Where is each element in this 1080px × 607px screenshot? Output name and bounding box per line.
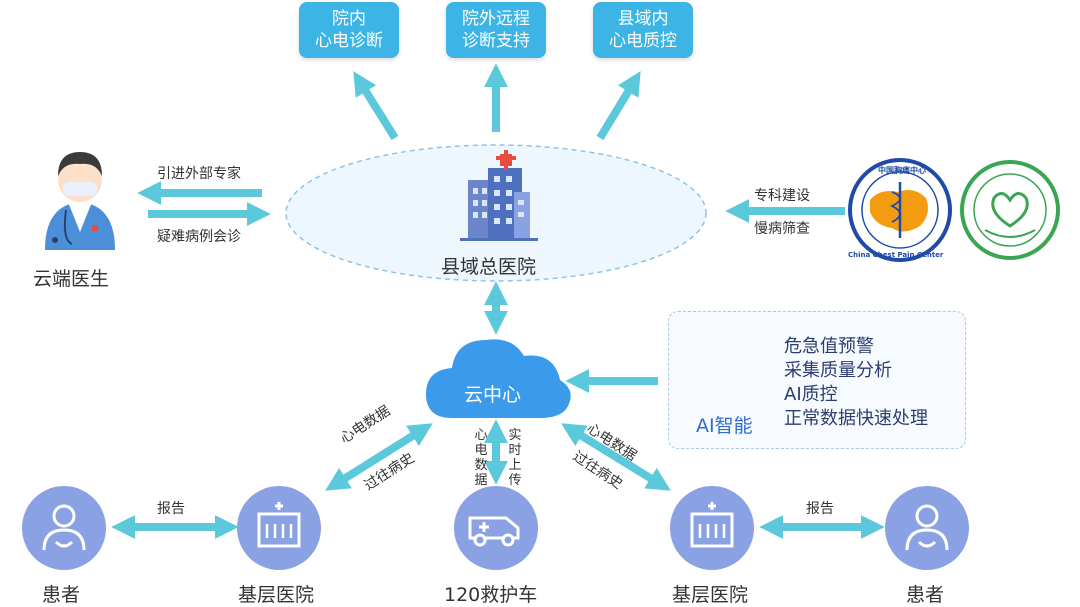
health-commission-logo — [960, 160, 1060, 260]
flow-center-ecg-label: 心电数据 — [474, 428, 488, 488]
arrow-cloud-left-hospital — [325, 423, 433, 491]
ai-item: 采集质量分析 — [784, 360, 892, 381]
hospital-building-icon — [460, 150, 538, 241]
hospital-left-label: 基层医院 — [238, 584, 315, 606]
doctor-arrow-bottom-label: 疑难病例会诊 — [157, 229, 241, 245]
service-label-specialty: 专科建设 — [754, 188, 810, 204]
ai-item: 危急值预警 — [784, 336, 874, 357]
arrow-to-box1 — [353, 71, 399, 141]
doctor-arrow-top-label: 引进外部专家 — [157, 166, 241, 182]
top-box-line1: 院内 — [332, 9, 366, 29]
ai-capabilities-box — [668, 311, 966, 449]
top-box-line2: 诊断支持 — [462, 31, 530, 51]
ai-item: AI质控 — [784, 384, 838, 405]
cloud-center-label: 云中心 — [464, 384, 522, 406]
ai-capabilities-list: 危急值预警 采集质量分析 AI质控 正常数据快速处理 — [784, 335, 928, 431]
report-left-label: 报告 — [157, 501, 185, 517]
patient-left-icon — [22, 486, 106, 570]
patient-right-label: 患者 — [906, 584, 945, 606]
service-label-chronic: 慢病筛查 — [754, 221, 810, 237]
report-right-label: 报告 — [806, 501, 834, 517]
ambulance-label: 120救护车 — [444, 584, 538, 606]
arrow-cloud-right-hospital — [561, 423, 671, 491]
top-box-line1: 院外远程 — [462, 9, 530, 29]
cloud-doctor-label: 云端医生 — [33, 268, 110, 290]
hospital-right-label: 基层医院 — [672, 584, 749, 606]
ambulance-icon — [454, 486, 538, 570]
top-box-line2: 心电质控 — [609, 31, 677, 51]
top-box-line1: 县域内 — [617, 9, 669, 29]
top-box-remote: 院外远程 诊断支持 — [446, 2, 546, 58]
chest-pain-center-en-text: China Chest Pain Center — [848, 251, 944, 259]
top-box-inhospital: 院内 心电诊断 — [299, 2, 399, 58]
flow-center-upload-label: 实时上传 — [508, 428, 522, 488]
chest-pain-center-logo — [848, 158, 952, 262]
hospital-right-icon — [670, 486, 754, 570]
cloud-shape — [426, 339, 571, 418]
chest-pain-center-cn-text: 中国胸痛中心 — [878, 166, 926, 175]
hospital-left-icon — [237, 486, 321, 570]
patient-right-icon — [885, 486, 969, 570]
top-box-qc: 县域内 心电质控 — [593, 2, 693, 58]
county-hospital-label: 县域总医院 — [441, 256, 537, 278]
ai-title: AI智能 — [696, 415, 753, 437]
patient-left-label: 患者 — [42, 584, 81, 606]
ai-item: 正常数据快速处理 — [784, 408, 928, 429]
top-box-line2: 心电诊断 — [315, 31, 383, 51]
arrow-to-box3 — [596, 71, 641, 141]
doctor-icon — [45, 152, 115, 250]
